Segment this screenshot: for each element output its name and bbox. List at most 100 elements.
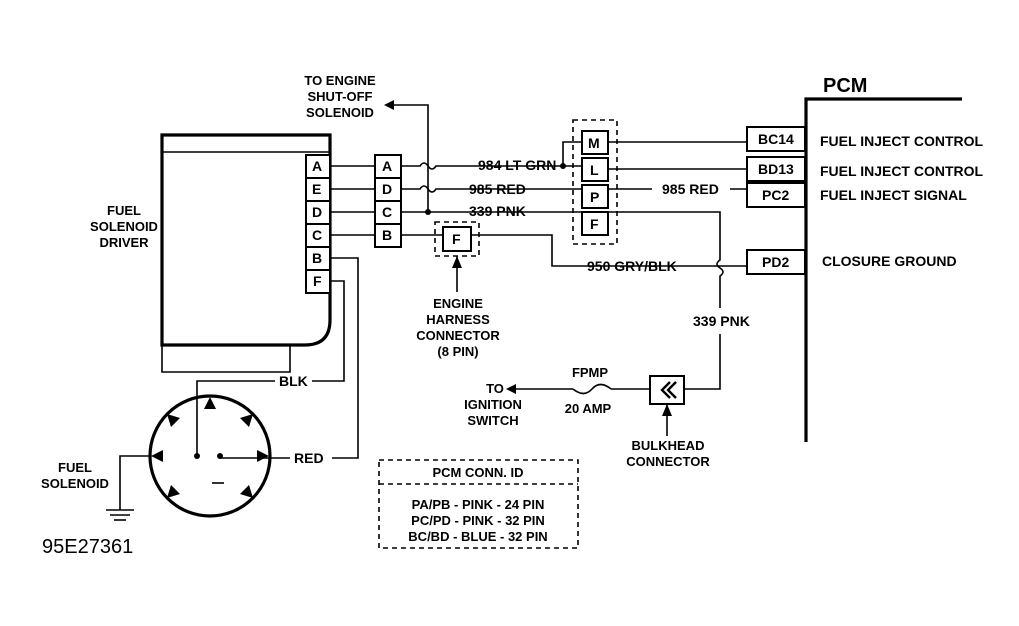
- engine-harness-label-4: (8 PIN): [437, 344, 478, 359]
- pcm-pin-pd2-label: CLOSURE GROUND: [822, 253, 957, 269]
- pcm-pin-pd2: [746, 249, 806, 275]
- wire-984-label: 984 LT GRN: [478, 157, 556, 173]
- pcm-title: PCM: [823, 75, 867, 97]
- pcm-pin-pd2-id: PD2: [762, 254, 789, 270]
- ground-wire: [119, 455, 151, 510]
- engine-harness-pin-f-label: F: [452, 231, 461, 247]
- fuse-circuit: FPMP 20 AMP TO IGNITION SWITCH: [464, 365, 650, 428]
- solenoid-blk-lead: [196, 380, 275, 456]
- engine-harness-arrow-icon: [452, 256, 462, 268]
- driver-pin-b-label: B: [312, 250, 322, 266]
- wire-339a-label: 339 PNK: [469, 203, 526, 219]
- wire-985b-label: 985 RED: [662, 181, 719, 197]
- pcm-pin-bc14-label: FUEL INJECT CONTROL: [820, 133, 984, 149]
- wire-f-blk: [312, 280, 345, 382]
- bulkhead-label-1: BULKHEAD: [632, 438, 705, 453]
- wire-984-ltgrn: [401, 162, 563, 170]
- solenoid-pole-1: [167, 414, 180, 427]
- solenoid-label-1: FUEL: [58, 460, 92, 475]
- wire-339b-label: 339 PNK: [693, 313, 750, 329]
- pcm-module: PCM BC14 FUEL INJECT CONTROL BD13 FUEL I…: [746, 75, 984, 442]
- shutoff-reference: TO ENGINE SHUT-OFF SOLENOID: [304, 73, 429, 211]
- pcm-conn-id-table: PCM CONN. ID PA/PB - PINK - 24 PIN PC/PD…: [378, 459, 579, 549]
- solenoid-pole-5: [257, 450, 269, 462]
- pcm-pin-pc2: [746, 182, 806, 208]
- harness-connector: A D C B: [374, 154, 402, 248]
- pcm-conn-pin-l-label: L: [590, 162, 599, 178]
- pcm-pin-pc2-label: FUEL INJECT SIGNAL: [820, 187, 967, 203]
- engine-harness-label-2: HARNESS: [426, 312, 490, 327]
- wire-950-label: 950 GRY/BLK: [587, 258, 677, 274]
- fuse-icon: [572, 383, 612, 395]
- ignition-label-2: IGNITION: [464, 397, 522, 412]
- shutoff-label-3: SOLENOID: [306, 105, 374, 120]
- pcm-connector: M L P F: [572, 119, 618, 245]
- conn-id-row-2: PC/PD - PINK - 32 PIN: [411, 513, 545, 528]
- driver-label-2: SOLENOID: [90, 219, 158, 234]
- solenoid-body: [148, 394, 272, 518]
- conn-id-title: PCM CONN. ID: [433, 465, 524, 480]
- bulkhead-arrow-icon: [662, 404, 672, 416]
- pcm-pin-bd13-label: FUEL INJECT CONTROL: [820, 163, 984, 179]
- wire-985a-label: 985 RED: [469, 181, 526, 197]
- fuel-solenoid: BLK RED FUEL SOLENOID: [41, 373, 324, 521]
- driver-label-3: DRIVER: [99, 235, 149, 250]
- harness-pin-a-label: A: [382, 158, 392, 174]
- pcm-conn-pin-p-label: P: [590, 189, 599, 205]
- driver-pin-c-label: C: [312, 227, 322, 243]
- pcm-pin-bd13-id: BD13: [758, 161, 794, 177]
- shutoff-arrow-icon: [384, 100, 394, 110]
- engine-harness-label-3: CONNECTOR: [416, 328, 500, 343]
- wire-985-red: [401, 185, 582, 193]
- fuse-rating: 20 AMP: [565, 401, 612, 416]
- pcmconn-to-pcm-wires: 985 RED 339 PNK: [608, 141, 750, 390]
- solenoid-pole-2: [204, 397, 216, 409]
- pcm-pin-pc2-id: PC2: [762, 187, 789, 203]
- pcm-pin-bd13: [746, 156, 806, 182]
- shutoff-label-2: SHUT-OFF: [308, 89, 373, 104]
- engine-harness-connector: F ENGINE HARNESS CONNECTOR (8 PIN): [416, 221, 500, 359]
- driver-pin-f-label: F: [313, 273, 322, 289]
- bulkhead-chevron-icon-1: [660, 381, 671, 399]
- conn-id-row-1: PA/PB - PINK - 24 PIN: [412, 497, 545, 512]
- harness-to-pcm-wires: 984 LT GRN 985 RED 339 PNK 950 GRY/BLK: [401, 141, 747, 274]
- pcm-pin-bc14-id: BC14: [758, 131, 794, 147]
- conn-id-outline: [378, 459, 579, 549]
- shutoff-wire: [390, 104, 429, 211]
- pcm-conn-pin-f-label: F: [590, 216, 599, 232]
- wire-red-label: RED: [294, 450, 324, 466]
- driver-to-harness-wires: [312, 165, 375, 459]
- driver-pin-a-label: A: [312, 158, 322, 174]
- figure-code: 95E27361: [42, 536, 133, 558]
- wire-339b-to-bulkhead: [684, 334, 721, 390]
- bulkhead-connector: BULKHEAD CONNECTOR: [626, 375, 710, 469]
- wire-984-to-m: [562, 141, 582, 166]
- pcm-conn-pin-f: [581, 211, 609, 236]
- harness-pin-c-label: C: [382, 204, 392, 220]
- wire-b-red: [330, 257, 359, 459]
- solenoid-pole-7: [240, 485, 253, 498]
- shutoff-splice-dot: [425, 209, 431, 215]
- wire-blk-label: BLK: [279, 373, 308, 389]
- harness-pin-d-label: D: [382, 181, 392, 197]
- pcm-connector-outline: [572, 119, 618, 245]
- pcm-conn-pin-m-label: M: [588, 135, 600, 151]
- solenoid-label-2: SOLENOID: [41, 476, 109, 491]
- splice-dot: [560, 163, 566, 169]
- pcm-outline: [804, 97, 962, 442]
- pcm-conn-pin-p: [581, 184, 609, 209]
- bulkhead-chevron-icon-2: [666, 381, 677, 399]
- driver-body: [160, 133, 332, 347]
- solenoid-pole-6: [167, 485, 180, 498]
- conn-id-row-3: BC/BD - BLUE - 32 PIN: [408, 529, 547, 544]
- ignition-arrow-icon: [506, 384, 516, 394]
- driver-label-1: FUEL: [107, 203, 141, 218]
- driver-pin-e-label: E: [312, 181, 321, 197]
- pcm-pin-bc14: [746, 126, 806, 152]
- ignition-label-3: SWITCH: [467, 413, 518, 428]
- solenoid-pole-3: [240, 414, 253, 427]
- engine-harness-label-1: ENGINE: [433, 296, 483, 311]
- solenoid-pole-4: [151, 450, 163, 462]
